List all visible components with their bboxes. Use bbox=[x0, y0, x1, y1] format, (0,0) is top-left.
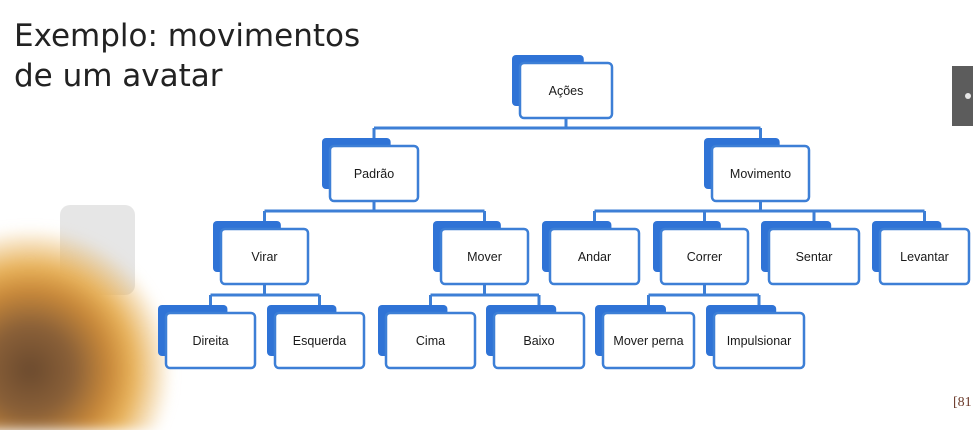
diagram-node: Baixo bbox=[486, 305, 586, 370]
node-label: Mover perna bbox=[613, 334, 683, 348]
diagram-node: Mover bbox=[433, 221, 530, 286]
diagram-node: Esquerda bbox=[267, 305, 366, 370]
node-box bbox=[518, 61, 614, 120]
diagram-node: Cima bbox=[378, 305, 477, 370]
node-box bbox=[548, 227, 641, 286]
diagram-node: Virar bbox=[213, 221, 310, 286]
node-label: Correr bbox=[687, 250, 722, 264]
blurred-webcam-overlay bbox=[0, 230, 170, 430]
node-box bbox=[767, 227, 861, 286]
node-label: Cima bbox=[416, 334, 445, 348]
node-box bbox=[601, 311, 696, 370]
diagram-node: Mover perna bbox=[595, 305, 696, 370]
slide-title-line-2: de um avatar bbox=[14, 58, 223, 94]
node-box bbox=[878, 227, 971, 286]
node-box bbox=[273, 311, 366, 370]
node-label: Andar bbox=[578, 250, 611, 264]
node-box bbox=[710, 144, 811, 203]
node-label: Virar bbox=[251, 250, 277, 264]
node-label: Levantar bbox=[900, 250, 949, 264]
diagram-node: Andar bbox=[542, 221, 641, 286]
node-label: Ações bbox=[549, 84, 584, 98]
side-panel-tab[interactable] bbox=[952, 66, 973, 126]
node-label: Sentar bbox=[796, 250, 833, 264]
page-reference: [81 bbox=[953, 395, 972, 410]
diagram-node: Correr bbox=[653, 221, 750, 286]
node-label: Direita bbox=[192, 334, 228, 348]
node-box bbox=[328, 144, 420, 203]
node-label: Impulsionar bbox=[727, 334, 792, 348]
node-label: Esquerda bbox=[293, 334, 347, 348]
node-box bbox=[712, 311, 806, 370]
diagram-node: Ações bbox=[512, 55, 614, 120]
node-box bbox=[384, 311, 477, 370]
slide-title: Exemplo: movimentos de um avatar bbox=[14, 16, 360, 96]
node-box bbox=[164, 311, 257, 370]
node-label: Padrão bbox=[354, 167, 394, 181]
node-label: Baixo bbox=[523, 334, 554, 348]
diagram-node: Direita bbox=[158, 305, 257, 370]
diagram-node: Sentar bbox=[761, 221, 861, 286]
diagram-node: Levantar bbox=[872, 221, 971, 286]
diagram-node: Padrão bbox=[322, 138, 420, 203]
node-box bbox=[492, 311, 586, 370]
node-label: Mover bbox=[467, 250, 502, 264]
slide-title-line-1: Exemplo: movimentos bbox=[14, 18, 361, 54]
diagram-node: Impulsionar bbox=[706, 305, 806, 370]
diagram-node: Movimento bbox=[704, 138, 811, 203]
node-label: Movimento bbox=[730, 167, 791, 181]
node-box bbox=[219, 227, 310, 286]
node-box bbox=[659, 227, 750, 286]
node-box bbox=[439, 227, 530, 286]
